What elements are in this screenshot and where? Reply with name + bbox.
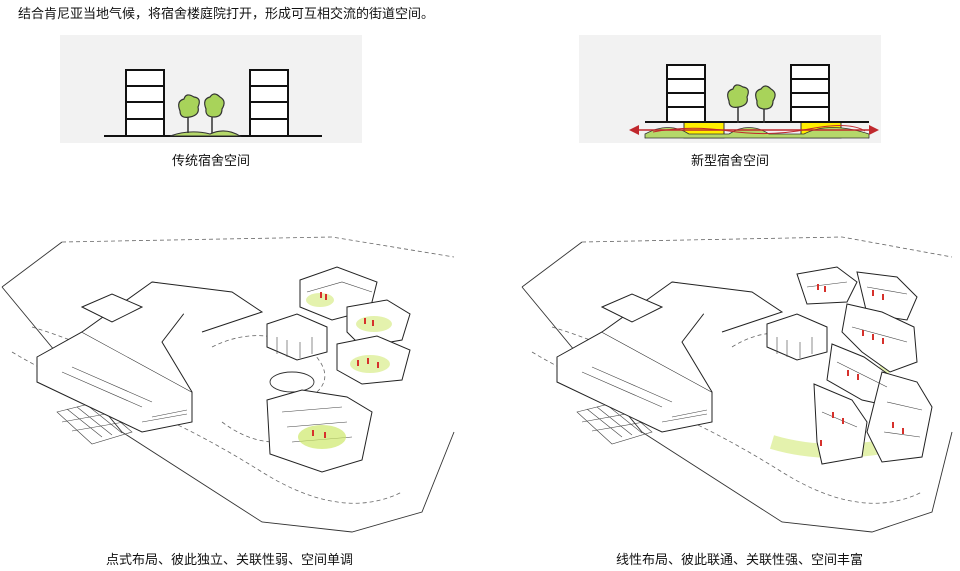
linear-layout-caption: 线性布局、彼此联通、关联性强、空间丰富 <box>615 553 863 568</box>
linear-layout-axonometric <box>521 236 953 533</box>
linear-dorm-complex <box>796 266 933 465</box>
new-caption: 新型宿舍空间 <box>690 154 769 169</box>
point-layout-axonometric <box>1 236 455 533</box>
point-layout-caption: 点式布局、彼此独立、关联性弱、空间单调 <box>105 553 353 568</box>
activity-markers <box>312 292 379 438</box>
sports-field-grid-right <box>576 401 653 445</box>
traditional-caption: 传统宿舍空间 <box>171 154 250 169</box>
sports-field-grid <box>56 401 133 445</box>
traditional-section-panel <box>60 35 362 143</box>
main-academic-building-right <box>556 281 784 433</box>
traditional-section-diagram <box>104 69 322 137</box>
activity-markers-right <box>817 284 904 446</box>
main-academic-building <box>36 281 264 433</box>
library-building-right <box>766 313 828 361</box>
header-text: 结合肯尼亚当地气候，将宿舍楼庭院打开，形成可互相交流的街道空间。 <box>18 7 435 22</box>
new-section-panel <box>579 35 881 143</box>
new-section-diagram <box>629 64 879 139</box>
library-building <box>266 313 328 361</box>
